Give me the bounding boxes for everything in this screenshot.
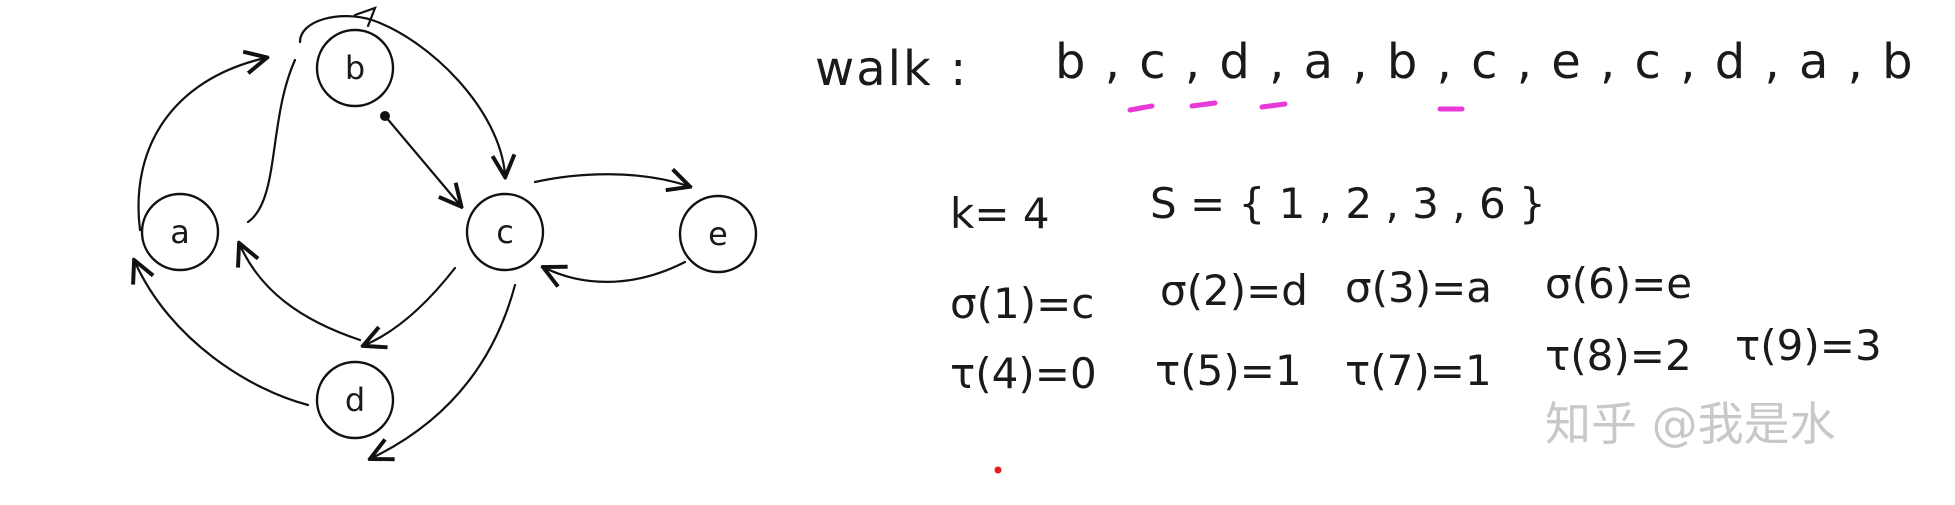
sigma-1: σ(1)=c — [950, 279, 1094, 328]
tau-4: τ(4)=0 — [950, 349, 1097, 398]
graph-nodes: a b c d e — [140, 28, 758, 440]
tau-row: τ(4)=0 τ(5)=1 τ(7)=1 τ(8)=2 τ(9)=3 — [950, 321, 1882, 398]
node-b-label: b — [345, 49, 365, 87]
edge-c-d — [365, 266, 457, 345]
s-set: S = { 1 , 2 , 3 , 6 } — [1150, 179, 1546, 228]
node-a-label: a — [170, 213, 190, 251]
tau-8: τ(8)=2 — [1545, 331, 1692, 380]
node-e-label: e — [708, 215, 728, 253]
edge-b-c-diag — [383, 114, 460, 205]
zhihu-watermark: 知乎 @我是水 — [1545, 397, 1836, 451]
edge-e-c — [545, 260, 687, 282]
edge-a-b-inner — [246, 58, 297, 224]
walk-sequence: b , c , d , a , b , c , e , c , d , a , … — [1055, 34, 1915, 90]
k-value: k= 4 — [950, 189, 1050, 238]
sigma-2: σ(2)=d — [1160, 266, 1308, 315]
sigma-3: σ(3)=a — [1345, 263, 1492, 312]
edge-d-a-inner — [240, 245, 362, 342]
node-d: d — [315, 360, 395, 440]
edge-d-a-outer — [135, 262, 310, 407]
edge-b-c-top — [298, 15, 505, 175]
tau-7: τ(7)=1 — [1345, 346, 1492, 395]
node-b: b — [315, 28, 395, 108]
node-e: e — [678, 194, 758, 274]
sigma-row: σ(1)=c σ(2)=d σ(3)=a σ(6)=e — [950, 259, 1692, 328]
red-dot — [994, 466, 1002, 474]
node-c: c — [465, 192, 545, 272]
edge-c-d-outer — [372, 283, 517, 458]
tau-5: τ(5)=1 — [1155, 346, 1302, 395]
walk-label: walk : — [815, 41, 968, 97]
node-d-label: d — [345, 381, 365, 419]
sigma-6: σ(6)=e — [1545, 259, 1692, 308]
edge-a-b — [137, 58, 265, 232]
edge-b-top-hook — [353, 6, 377, 28]
node-a: a — [140, 192, 220, 272]
walk-underlines — [1127, 100, 1465, 113]
edge-c-e — [533, 174, 688, 186]
graph-edges — [135, 6, 688, 458]
node-c-label: c — [496, 213, 514, 251]
tau-9: τ(9)=3 — [1735, 321, 1882, 370]
